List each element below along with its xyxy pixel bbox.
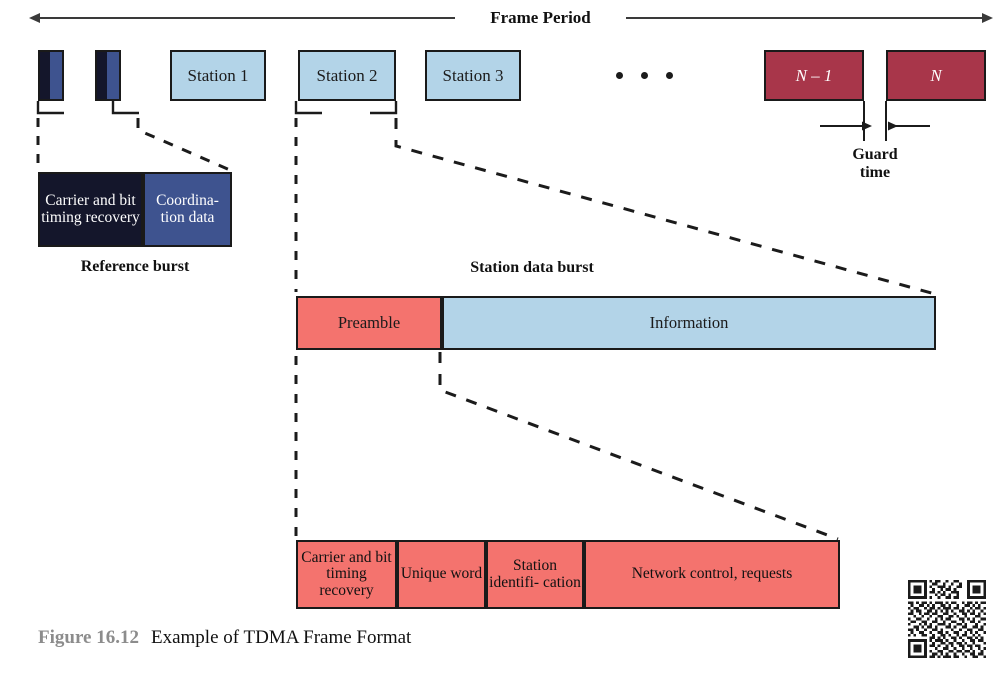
station-data-burst-cell-preamble[interactable]: Preamble [296, 296, 442, 350]
ellipsis-dot-3 [666, 72, 673, 79]
preamble-cell-carrier-bit-timing[interactable]: Carrier and bit timing recovery [296, 540, 397, 609]
reference-burst-caption: Reference burst [80, 258, 190, 275]
preamble-cell-station-identification[interactable]: Station identifi- cation [486, 540, 584, 609]
figure-title: Example of TDMA Frame Format [150, 627, 412, 648]
guard-time-label-line2: time [859, 163, 891, 181]
preamble-cell-unique-word[interactable]: Unique word [397, 540, 486, 609]
slot-n-minus-1[interactable]: N – 1 [764, 50, 864, 101]
figure-caption: Figure 16.12 Example of TDMA Frame Format [38, 627, 411, 649]
reference-burst-2-coordination-segment [107, 52, 119, 99]
qr-code-icon [908, 580, 986, 658]
slot-station-2[interactable]: Station 2 [298, 50, 396, 101]
reference-burst-2-box[interactable] [95, 50, 121, 101]
guard-time-label-line1: Guard [852, 146, 898, 163]
leader-reference-burst-1 [36, 101, 64, 172]
slot-station-1[interactable]: Station 1 [170, 50, 266, 101]
leader-preamble-right [438, 352, 839, 541]
slot-station-3[interactable]: Station 3 [425, 50, 521, 101]
guard-time-label: Guard time [833, 146, 917, 182]
preamble-cell-network-control-requests[interactable]: Network control, requests [584, 540, 840, 609]
ellipsis-dot-2 [641, 72, 648, 79]
ellipsis-dot-1 [616, 72, 623, 79]
guard-time-arrows [820, 101, 930, 141]
leader-reference-burst-2 [111, 101, 231, 172]
slot-n[interactable]: N [886, 50, 986, 101]
frame-period-label: Frame Period [455, 8, 626, 28]
station-data-burst-cell-information[interactable]: Information [442, 296, 936, 350]
figure-number: Figure 16.12 [38, 627, 139, 648]
reference-burst-1-box[interactable] [38, 50, 64, 101]
reference-burst-cell-carrier-bit-timing[interactable]: Carrier and bit timing recovery [38, 172, 143, 247]
qr-code-svg [908, 580, 986, 658]
reference-burst-1-coordination-segment [50, 52, 62, 99]
station-data-burst-caption: Station data burst [470, 259, 594, 276]
reference-burst-cell-coordination-data[interactable]: Coordina- tion data [143, 172, 232, 247]
